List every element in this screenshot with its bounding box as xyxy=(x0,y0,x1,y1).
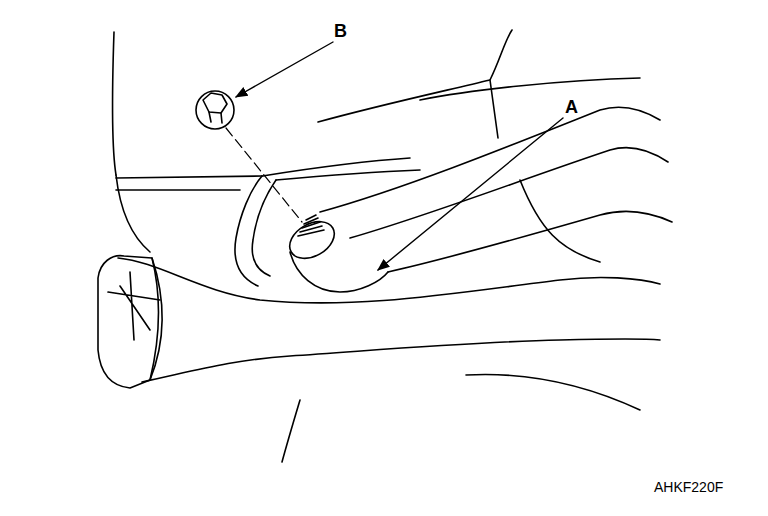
body-contour xyxy=(420,78,640,100)
callout-letter: A xyxy=(565,98,578,116)
frame-line xyxy=(116,189,240,191)
assembly-line xyxy=(226,128,302,222)
leader-line xyxy=(236,42,333,97)
frame-bracket xyxy=(235,176,262,286)
figure-code: AHKF220F xyxy=(654,480,723,494)
leader-line xyxy=(378,118,563,270)
lower-arm xyxy=(118,258,660,303)
body-edge xyxy=(116,175,150,252)
body-contour xyxy=(282,400,300,462)
bushing-mark xyxy=(108,272,160,340)
frame-line xyxy=(116,176,262,178)
bushing xyxy=(98,256,159,388)
upper-arm xyxy=(320,107,660,212)
frame-bracket xyxy=(262,158,410,176)
stud-thread xyxy=(298,215,324,236)
flange-nut-hex xyxy=(203,93,227,113)
lower-arm xyxy=(142,339,660,382)
flange-nut xyxy=(196,91,234,129)
body-contour xyxy=(466,374,640,410)
frame-bracket xyxy=(276,170,420,180)
callout-letter: B xyxy=(334,22,347,40)
body-contour xyxy=(490,80,498,138)
knuckle-edge xyxy=(520,180,600,262)
body-edge xyxy=(113,32,116,175)
ball-joint-body xyxy=(290,252,388,292)
upper-arm xyxy=(388,211,672,272)
flange-nut-hex xyxy=(209,112,222,123)
body-contour xyxy=(318,30,512,122)
frame-bracket xyxy=(252,180,276,276)
bushing xyxy=(150,258,162,380)
upper-arm xyxy=(350,148,668,238)
